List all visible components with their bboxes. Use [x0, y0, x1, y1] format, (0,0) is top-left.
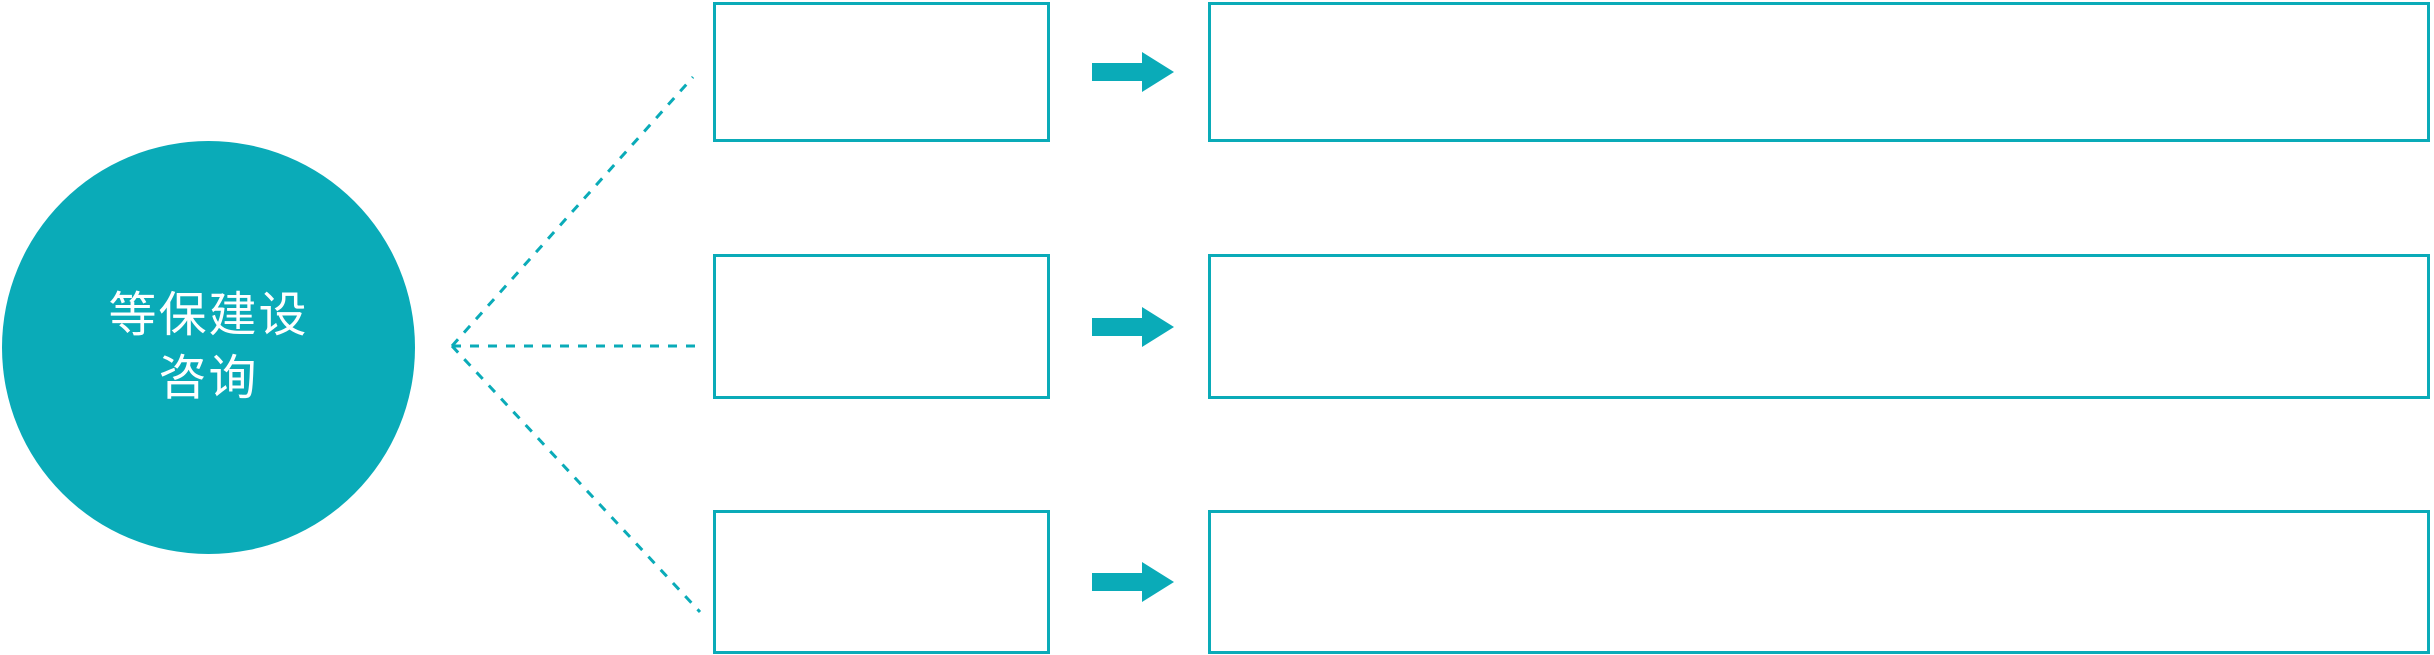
branch-detail-box-2[interactable]	[1208, 254, 2430, 399]
arrow-right-icon	[1092, 562, 1174, 602]
branch-detail-box-3[interactable]	[1208, 510, 2430, 654]
branch-row-1	[0, 0, 2434, 145]
arrow-right-icon	[1092, 52, 1174, 92]
branch-label-box-2[interactable]	[713, 254, 1050, 399]
hub-title-line-2: 咨询	[158, 351, 259, 405]
arrow-right-icon	[1092, 307, 1174, 347]
hub-title-line-1: 等保建设	[108, 289, 309, 343]
branch-row-3	[0, 508, 2434, 655]
branch-detail-box-1[interactable]	[1208, 2, 2430, 142]
hub-circle[interactable]: 等保建设 咨询	[2, 141, 415, 554]
branch-label-box-3[interactable]	[713, 510, 1050, 654]
branch-row-2	[0, 252, 2434, 400]
branch-label-box-1[interactable]	[713, 2, 1050, 142]
